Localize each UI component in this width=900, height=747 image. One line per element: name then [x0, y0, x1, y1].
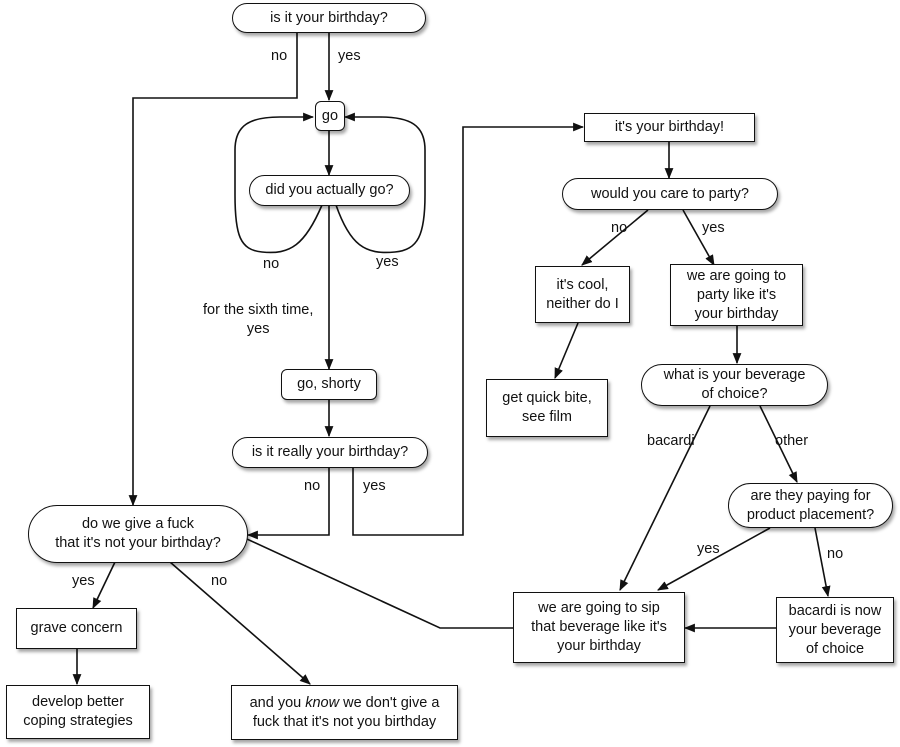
label-party-yes: yes: [702, 220, 725, 236]
label-really-yes: yes: [363, 478, 386, 494]
edge-did-no-loop: [234, 112, 323, 254]
node-dont-give: and you know we don't give a fuck that i…: [231, 685, 458, 740]
node-did-you-go: did you actually go?: [249, 175, 410, 206]
edge-paying-yes: [657, 527, 771, 591]
edge-really-no: [246, 467, 330, 540]
node-really-birthday: is it really your birthday?: [232, 437, 428, 468]
node-go-shorty: go, shorty: [281, 369, 377, 400]
label-paying-no: no: [827, 546, 844, 562]
label-bacardi: bacardi: [647, 433, 695, 449]
label-fuck-no: no: [211, 573, 228, 589]
dont-give-text: and you know we don't give a fuck that i…: [250, 694, 440, 732]
node-bacardi-now: bacardi is now your beverage of choice: [776, 597, 894, 663]
edge-party-no: [581, 209, 649, 266]
edge-party-yes: [682, 209, 715, 266]
label-sixth-time: for the sixth time, yes: [203, 302, 314, 337]
node-care-to-party: would you care to party?: [562, 178, 778, 210]
node-its-cool: it's cool, neither do I: [535, 266, 630, 323]
label-other: other: [775, 433, 809, 449]
dont-give-emphasis: know: [305, 694, 340, 711]
edge-sip-fuck: [235, 533, 513, 629]
label-really-no: no: [304, 478, 321, 494]
edge-fuck-no: [169, 561, 311, 685]
edge-cool-bite: [554, 322, 579, 380]
label-paying-yes: yes: [697, 541, 720, 557]
dont-give-post: we don't give a fuck that it's not you b…: [252, 694, 440, 730]
node-its-your-birthday: it's your birthday!: [584, 113, 755, 142]
node-party-like: we are going to party like it's your bir…: [670, 264, 803, 326]
node-paying-placement: are they paying for product placement?: [728, 483, 893, 528]
node-sip-beverage: we are going to sip that beverage like i…: [513, 592, 685, 663]
dont-give-pre: and you: [249, 694, 306, 711]
label-party-no: no: [611, 220, 628, 236]
node-go: go: [315, 101, 345, 131]
label-did-yes: yes: [376, 254, 399, 270]
node-beverage-choice: what is your beverage of choice?: [641, 364, 828, 406]
node-quick-bite: get quick bite, see film: [486, 379, 608, 437]
label-fuck-yes: yes: [72, 573, 95, 589]
label-did-no: no: [263, 256, 280, 272]
node-is-it-birthday: is it your birthday?: [232, 3, 426, 33]
edge-fuck-yes: [92, 561, 116, 609]
edge-paying-no: [814, 527, 831, 598]
edge-beverage-other: [759, 405, 798, 483]
label-birthday-no: no: [271, 48, 288, 64]
edge-beverage-bacardi: [619, 405, 711, 591]
edge-did-yes-loop: [335, 112, 426, 254]
edge-birthday-no: [128, 32, 298, 507]
label-birthday-yes: yes: [338, 48, 361, 64]
node-grave-concern: grave concern: [16, 608, 137, 649]
node-coping-strategies: develop better coping strategies: [6, 685, 150, 739]
node-give-a-fuck: do we give a fuck that it's not your bir…: [28, 505, 248, 563]
edge-really-yes: [352, 122, 585, 536]
